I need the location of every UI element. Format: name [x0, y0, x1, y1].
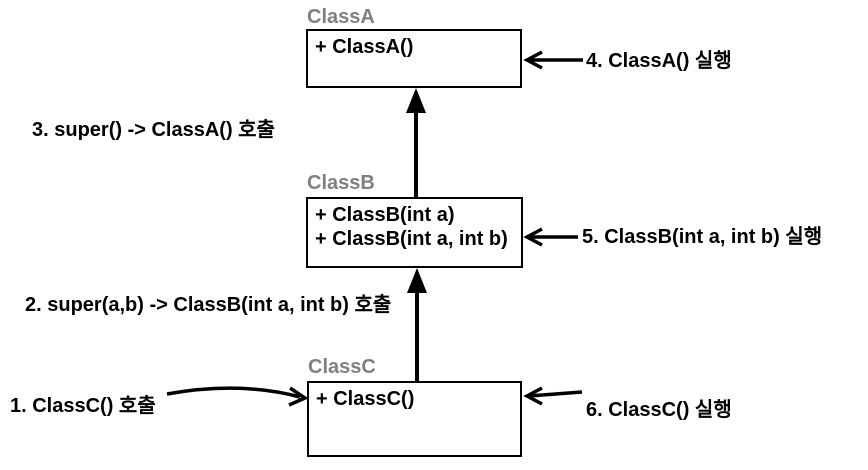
- classc-constructor: + ClassC(): [316, 388, 415, 410]
- annotation-4-classa-exec: 4. ClassA() 실행: [586, 50, 732, 72]
- call-arrow-classc: [166, 386, 309, 407]
- classc-box: + ClassC(): [307, 381, 522, 457]
- classb-title: ClassB: [307, 172, 375, 194]
- classc-title: ClassC: [308, 356, 376, 378]
- execute-arrow-classa: [523, 50, 583, 70]
- classb-box: + ClassB(int a) + ClassB(int a, int b): [306, 197, 523, 268]
- annotation-5-classb-exec: 5. ClassB(int a, int b) 실행: [582, 226, 823, 248]
- annotation-1-classc-call: 1. ClassC() 호출: [10, 395, 156, 417]
- classa-box: + ClassA(): [306, 29, 522, 88]
- annotation-6-classc-exec: 6. ClassC() 실행: [586, 399, 732, 421]
- classa-title: ClassA: [307, 6, 375, 28]
- annotation-3-super-call: 3. super() -> ClassA() 호출: [32, 119, 275, 141]
- classb-constructor-1: + ClassB(int a): [315, 204, 455, 226]
- inheritance-arrow-b-to-a: [406, 88, 426, 197]
- classa-constructor: + ClassA(): [315, 36, 414, 58]
- execute-arrow-classc: [523, 386, 583, 406]
- annotation-2-super-ab-call: 2. super(a,b) -> ClassB(int a, int b) 호출: [25, 294, 392, 316]
- inheritance-arrow-c-to-b: [407, 268, 427, 381]
- execute-arrow-classb: [523, 227, 578, 247]
- classb-constructor-2: + ClassB(int a, int b): [315, 228, 508, 250]
